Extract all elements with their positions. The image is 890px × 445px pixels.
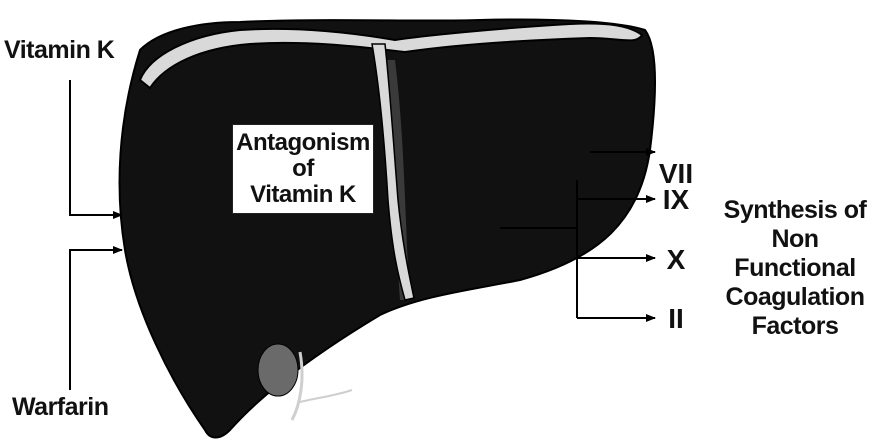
result-line-4: Coagulation (726, 283, 865, 312)
result-line-1: Synthesis of (724, 196, 867, 225)
warfarin-arrow (70, 250, 122, 390)
factor-x-label: X (656, 246, 696, 274)
factor-ix-label: IX (656, 186, 696, 214)
teres-branch (300, 390, 352, 402)
gallbladder (258, 344, 298, 396)
result-line-5: Factors (752, 312, 839, 341)
antagonism-line-1: Antagonism (236, 130, 370, 156)
factor-ii-label: II (656, 305, 696, 333)
vitamin-k-label: Vitamin K (4, 38, 114, 63)
antagonism-box: Antagonism of Vitamin K (232, 124, 374, 214)
result-line-3: Functional (734, 254, 855, 283)
result-line-2: Non (771, 225, 818, 254)
vitamin-k-arrow (70, 80, 122, 215)
antagonism-line-2: of (292, 156, 314, 182)
antagonism-line-3: Vitamin K (250, 182, 356, 208)
result-text: Synthesis of Non Functional Coagulation … (700, 196, 890, 341)
warfarin-label: Warfarin (12, 395, 108, 420)
